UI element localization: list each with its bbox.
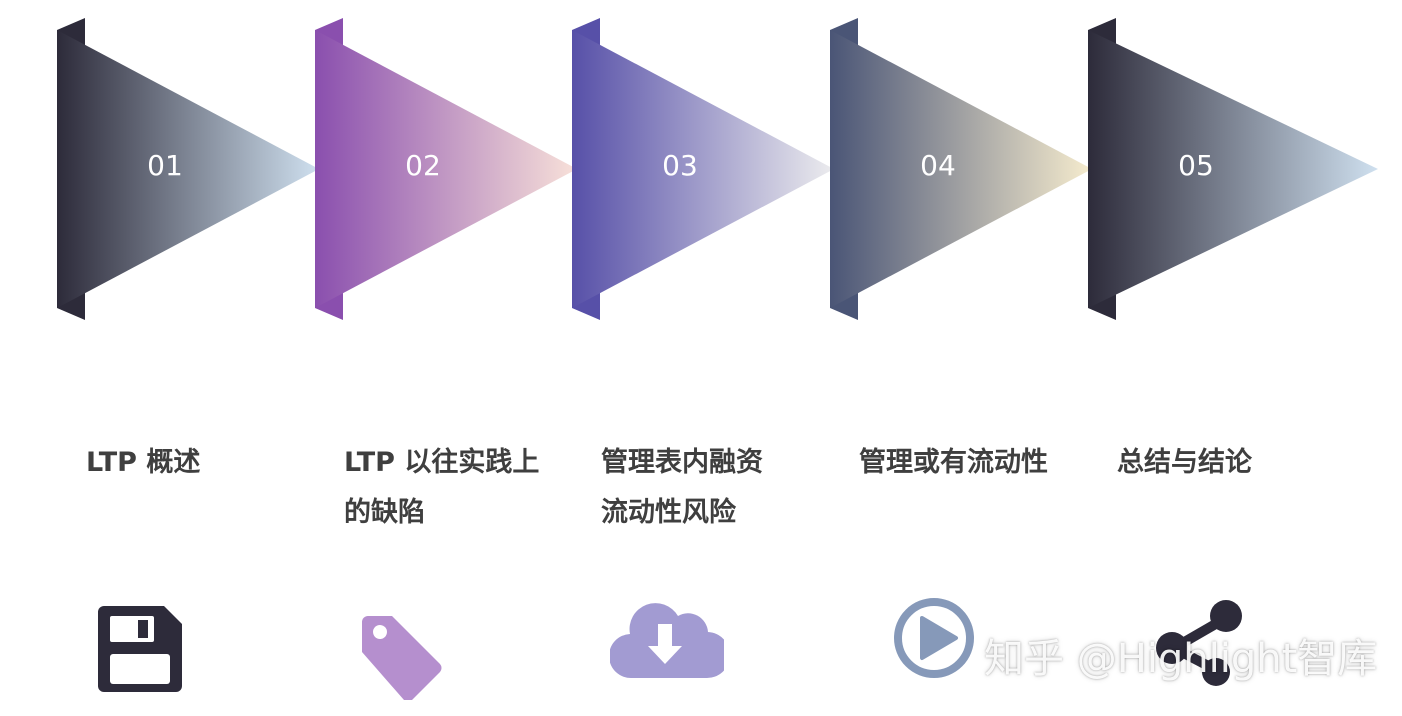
step-title-02: LTP 以往实践上 的缺陷: [344, 447, 540, 528]
step-number: 01: [147, 149, 183, 182]
step-arrow-04: 04: [830, 18, 1092, 320]
step-number: 05: [1178, 149, 1214, 182]
watermark: 知乎 @Highlight智库: [984, 636, 1378, 682]
step-title-03: 管理表内融资 流动性风险: [601, 447, 763, 528]
cloud-download-icon: [608, 596, 731, 691]
step-number: 04: [920, 149, 956, 182]
step-arrow-01: 01: [57, 18, 319, 320]
arrow-triangle: [57, 30, 319, 308]
arrow-triangle: [830, 30, 1092, 308]
arrow-row: 01 02 03 04 05: [57, 18, 1378, 320]
step-arrow-02: 02: [315, 18, 577, 320]
play-circle-icon: [892, 596, 976, 691]
step-title-01: LTP 概述: [86, 447, 201, 478]
arrow-triangle: [315, 30, 577, 308]
step-arrow-03: 03: [572, 18, 834, 320]
step-number: 03: [662, 149, 698, 182]
step-arrow-05: 05: [1088, 18, 1378, 320]
share-icon: [1150, 596, 1246, 691]
step-title-04: 管理或有流动性: [859, 447, 1048, 478]
arrow-triangle: [572, 30, 834, 308]
floppy-disk-icon: [98, 596, 184, 701]
step-title-05: 总结与结论: [1117, 447, 1252, 478]
arrow-triangle: [1088, 30, 1378, 308]
step-number: 02: [405, 149, 441, 182]
tag-icon: [358, 596, 444, 705]
